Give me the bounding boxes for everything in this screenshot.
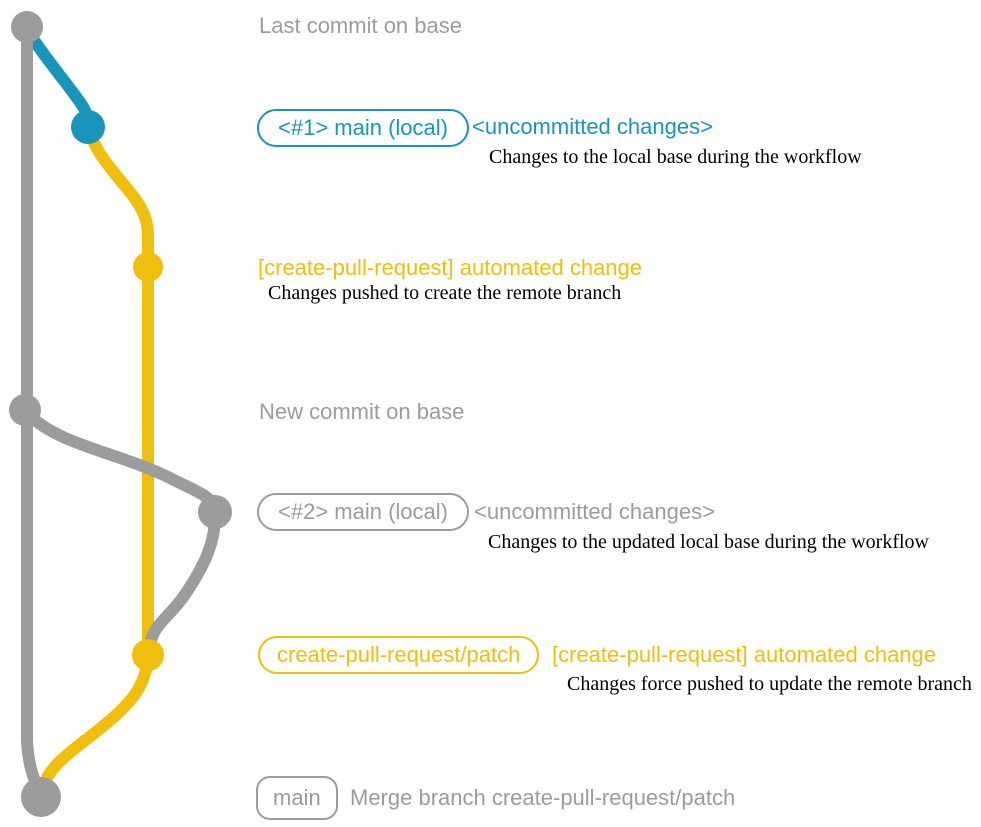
caption-changes-force-pushed: Changes force pushed to update the remot…: [567, 673, 972, 695]
commit-node-last-base: [11, 11, 43, 43]
updated-base-branch-gray-curve: [19, 404, 222, 657]
commit-node-new-base: [9, 394, 41, 426]
label-merge-branch: Merge branch create-pull-request/patch: [350, 785, 736, 810]
commit-node-uncommitted-1: [71, 110, 105, 144]
label-new-commit-on-base: New commit on base: [259, 399, 465, 424]
commit-node-uncommitted-2: [198, 495, 232, 529]
label-automated-change-2: [create-pull-request] automated change: [552, 642, 937, 667]
caption-local-base-changes: Changes to the local base during the wor…: [489, 146, 862, 168]
caption-updated-local-base-changes: Changes to the updated local base during…: [488, 531, 929, 553]
badge-create-pull-request-patch: create-pull-request/patch: [258, 636, 540, 674]
commit-node-automated-2: [132, 639, 164, 671]
badge-main-local-1: <#1> main (local): [257, 109, 469, 147]
label-uncommitted-changes-1: <uncommitted changes>: [472, 114, 713, 139]
badge-main-local-2: <#2> main (local): [257, 493, 469, 531]
label-last-commit-on-base: Last commit on base: [259, 13, 462, 38]
label-uncommitted-changes-2: <uncommitted changes>: [474, 499, 715, 524]
caption-changes-pushed: Changes pushed to create the remote bran…: [268, 282, 622, 304]
label-automated-change-1: [create-pull-request] automated change: [258, 255, 643, 280]
local-changes-branch-blue-line: [21, 24, 94, 133]
badge-main: main: [256, 776, 338, 820]
commit-node-automated-1: [133, 252, 163, 282]
commit-node-merge: [21, 777, 61, 817]
